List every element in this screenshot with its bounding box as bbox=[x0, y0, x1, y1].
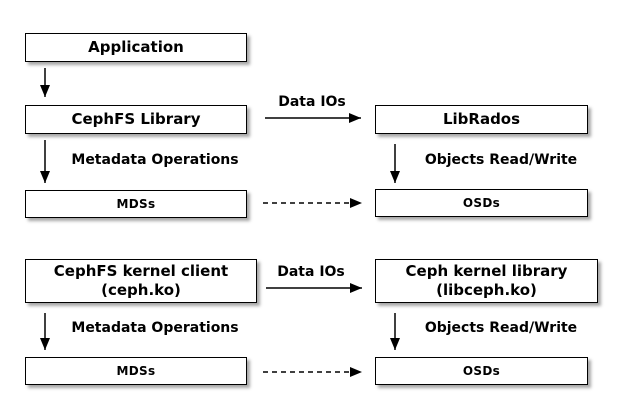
node-librados: LibRados bbox=[375, 105, 588, 134]
edge-label-objects-rw-kernel: Objects Read/Write bbox=[424, 320, 578, 336]
edge-label-data-ios-kernel: Data IOs bbox=[277, 264, 345, 280]
node-osd-kernel: OSDs bbox=[375, 357, 588, 385]
node-cephfs-kernel-client-line1: CephFS kernel client bbox=[53, 262, 229, 281]
node-cephfs-library-label: CephFS Library bbox=[71, 110, 201, 129]
node-osd-user: OSDs bbox=[375, 189, 588, 217]
node-ceph-kernel-library-line1: Ceph kernel library bbox=[405, 262, 568, 281]
edge-label-data-ios-user: Data IOs bbox=[278, 94, 346, 110]
node-application-label: Application bbox=[88, 38, 184, 57]
node-mds-user: MDSs bbox=[25, 190, 247, 218]
node-mds-kernel: MDSs bbox=[25, 357, 247, 385]
edge-label-metadata-ops-kernel: Metadata Operations bbox=[71, 320, 239, 336]
node-ceph-kernel-library-line2: (libceph.ko) bbox=[436, 281, 537, 299]
node-cephfs-kernel-client: CephFS kernel client (ceph.ko) bbox=[25, 259, 257, 303]
node-osd-user-label: OSDs bbox=[462, 195, 501, 210]
edge-label-objects-rw-user: Objects Read/Write bbox=[424, 152, 578, 168]
node-cephfs-library: CephFS Library bbox=[25, 105, 247, 134]
node-cephfs-kernel-client-line2: (ceph.ko) bbox=[101, 281, 181, 299]
node-mds-kernel-label: MDSs bbox=[116, 363, 156, 378]
edge-label-metadata-ops-user: Metadata Operations bbox=[71, 152, 239, 168]
node-mds-user-label: MDSs bbox=[116, 196, 156, 211]
node-osd-kernel-label: OSDs bbox=[462, 363, 501, 378]
node-ceph-kernel-library: Ceph kernel library (libceph.ko) bbox=[375, 259, 598, 303]
node-application: Application bbox=[25, 33, 247, 62]
node-librados-label: LibRados bbox=[442, 110, 521, 129]
